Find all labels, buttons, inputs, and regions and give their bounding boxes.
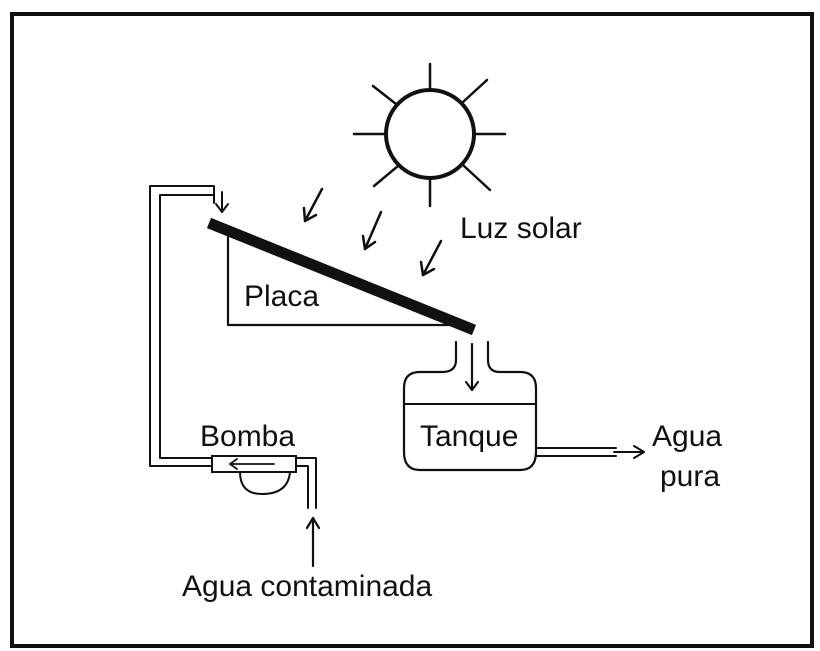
outer-border [10,12,814,648]
outlet-pipe [535,445,645,459]
pump-label: Bomba [200,420,295,453]
sun-icon [352,62,507,208]
pump [211,455,317,509]
water-input-arrow [215,191,229,213]
plate-label: Placa [244,280,319,313]
tank [402,340,538,472]
light-ray-arrow [419,239,443,277]
pure-water-label-line1: Agua [652,420,722,453]
tank-label: Tanque [420,420,518,453]
light-ray-arrow [302,187,324,223]
supply-pipe [149,185,215,467]
contaminated-water-label: Agua contaminada [182,570,432,603]
sun-label: Luz solar [460,212,582,245]
plate [206,217,477,336]
pure-water-label-line2: pura [660,460,720,493]
plate-support [226,230,474,327]
contaminated-water-arrow [305,516,321,568]
light-ray-arrow [361,210,383,251]
